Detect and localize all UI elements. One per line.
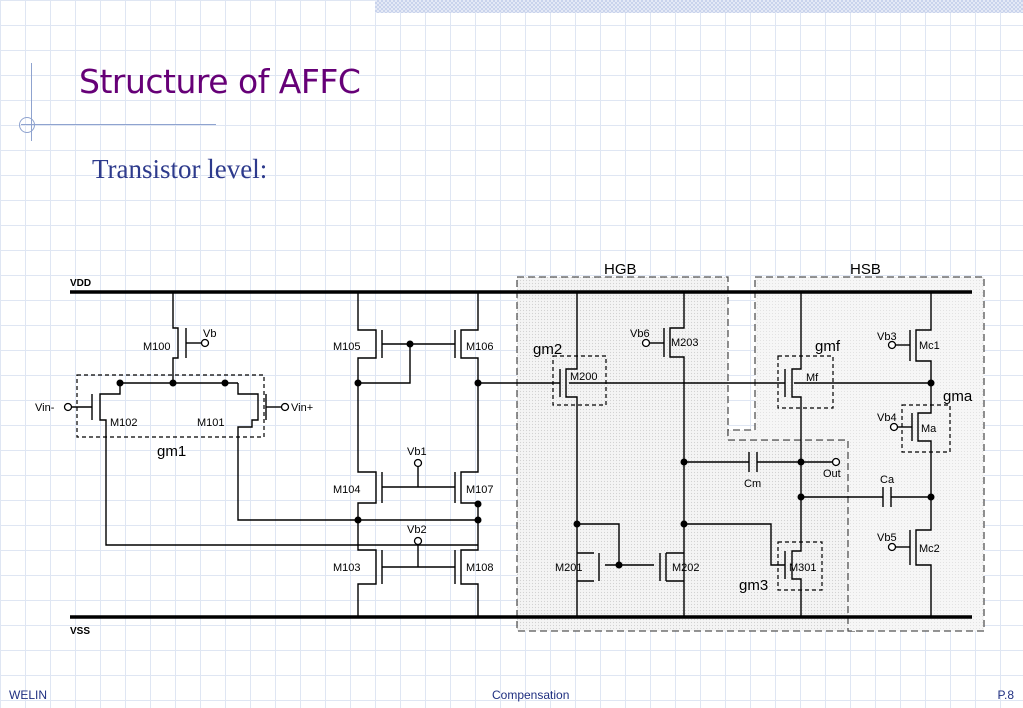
top-decoration-band xyxy=(375,0,1023,13)
vin-minus-label: Vin- xyxy=(35,402,55,414)
m108-label: M108 xyxy=(466,562,494,574)
vss-label: VSS xyxy=(70,626,90,637)
gm1-label: gm1 xyxy=(157,443,186,460)
hgb-label: HGB xyxy=(604,261,637,278)
vin-plus-label: Vin+ xyxy=(291,402,313,414)
vb5-label: Vb5 xyxy=(877,532,897,544)
rails xyxy=(70,290,972,619)
vb6-label: Vb6 xyxy=(630,328,650,340)
junction-dots xyxy=(116,340,935,569)
wires xyxy=(72,292,932,617)
m203-label: M203 xyxy=(671,337,699,349)
m104-label: M104 xyxy=(333,484,361,496)
title-decoration-circle xyxy=(19,117,35,133)
out-label: Out xyxy=(823,468,841,480)
block-boxes xyxy=(76,355,951,591)
footer-topic: Compensation xyxy=(492,688,570,702)
m200-label: M200 xyxy=(570,371,598,383)
m102-label: M102 xyxy=(110,417,138,429)
gm3-label: gm3 xyxy=(739,577,768,594)
circuit-labels: VDD VSS HGB HSB gm1 gm2 gm3 gmf gma M100… xyxy=(35,261,973,637)
vb3-label: Vb3 xyxy=(877,331,897,343)
terminals xyxy=(63,338,899,552)
ma-label: Ma xyxy=(921,423,937,435)
m107-label: M107 xyxy=(466,484,494,496)
footer-author: WELIN xyxy=(9,688,48,702)
m101-label: M101 xyxy=(197,417,225,429)
vdd-label: VDD xyxy=(70,278,91,289)
ca-label: Ca xyxy=(880,474,895,486)
slide-title: Structure of AFFC xyxy=(79,62,361,101)
footer-page-number: P.8 xyxy=(997,688,1014,702)
hsb-region xyxy=(727,276,985,632)
m100-label: M100 xyxy=(143,341,171,353)
m105-label: M105 xyxy=(333,341,361,353)
m201-label: M201 xyxy=(555,562,583,574)
hsb-label: HSB xyxy=(850,261,881,278)
vb2-label: Vb2 xyxy=(407,524,427,536)
title-decoration-vertical-line xyxy=(31,63,32,141)
mc1-label: Mc1 xyxy=(919,340,940,352)
m103-label: M103 xyxy=(333,562,361,574)
m106-label: M106 xyxy=(466,341,494,353)
mc2-label: Mc2 xyxy=(919,543,940,555)
gma-label: gma xyxy=(943,388,973,405)
vb-label: Vb xyxy=(203,328,216,340)
m202-label: M202 xyxy=(672,562,700,574)
vb4-label: Vb4 xyxy=(877,412,897,424)
affc-circuit-schematic: VDD VSS HGB HSB gm1 gm2 gm3 gmf gma M100… xyxy=(35,261,985,637)
m301-label: M301 xyxy=(789,562,817,574)
gmf-label: gmf xyxy=(815,338,841,355)
gm2-label: gm2 xyxy=(533,341,562,358)
mf-label: Mf xyxy=(806,372,819,384)
vb1-label: Vb1 xyxy=(407,446,427,458)
cm-label: Cm xyxy=(744,478,761,490)
title-decoration-horizontal-line xyxy=(21,124,216,125)
slide-subtitle: Transistor level: xyxy=(92,154,268,184)
